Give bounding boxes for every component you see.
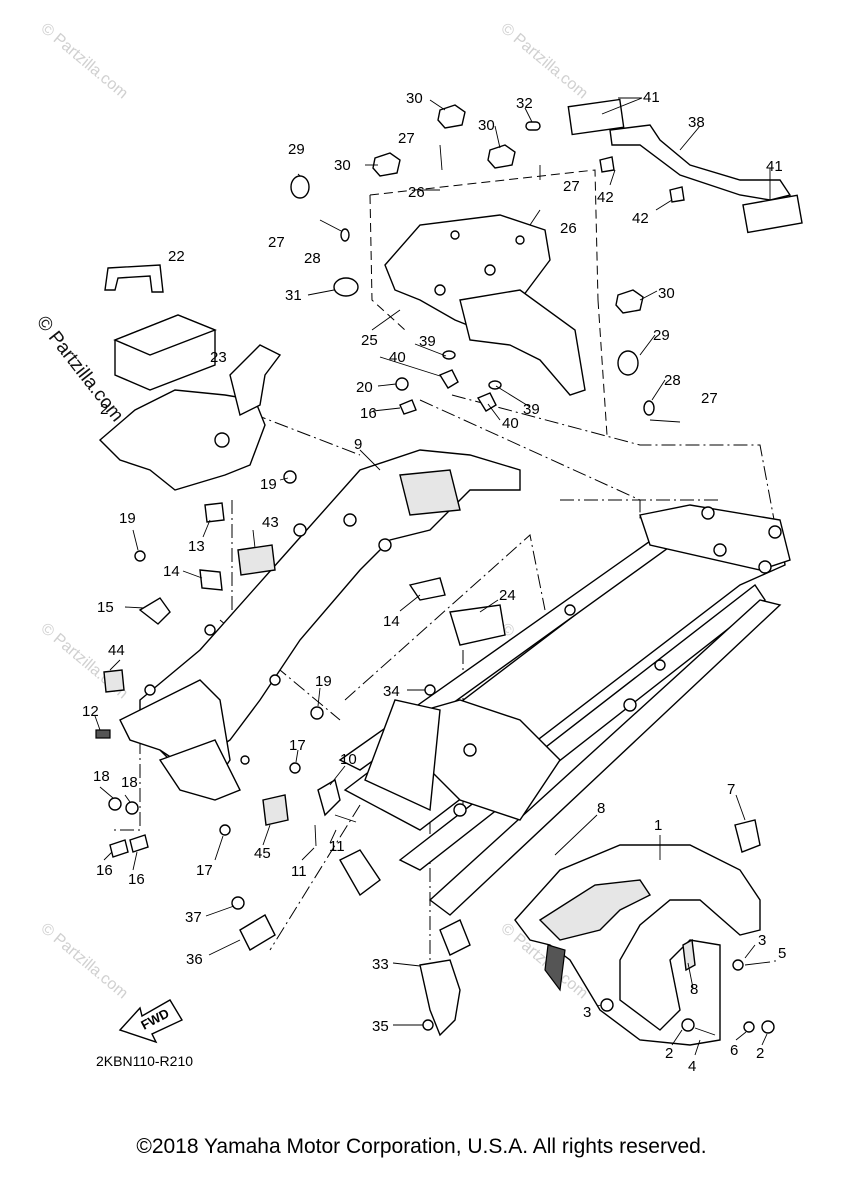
watermark: © Partzilla.com xyxy=(37,920,131,1002)
fwd-arrow: FWD xyxy=(118,999,183,1044)
rear-fender xyxy=(119,449,521,801)
callout-28: 28 xyxy=(304,250,321,267)
callout-27: 27 xyxy=(268,234,285,251)
callout-39: 39 xyxy=(523,401,540,418)
rear-frame xyxy=(338,504,791,956)
hardware xyxy=(95,104,775,1036)
callout-19: 19 xyxy=(260,476,277,493)
callout-33: 33 xyxy=(372,956,389,973)
callout-leaders xyxy=(94,97,776,1056)
callout-31: 31 xyxy=(285,287,302,304)
side-watermark: © Partzilla.com xyxy=(32,312,127,426)
watermark: © Partzilla.com xyxy=(37,20,131,102)
callout-30: 30 xyxy=(406,90,423,107)
callout-19: 19 xyxy=(315,673,332,690)
callout-18: 18 xyxy=(121,774,138,791)
callout-16: 16 xyxy=(128,871,145,888)
callout-38: 38 xyxy=(688,114,705,131)
callout-14: 14 xyxy=(383,613,400,630)
tail-cover xyxy=(514,844,761,1046)
watermark: © Partzilla.com xyxy=(497,20,591,102)
battery-box xyxy=(98,264,282,491)
callout-19: 19 xyxy=(119,510,136,527)
callout-2: 2 xyxy=(665,1045,673,1062)
callout-26: 26 xyxy=(560,220,577,237)
callout-5: 5 xyxy=(778,945,786,962)
callout-16: 16 xyxy=(360,405,377,422)
callout-28: 28 xyxy=(664,372,681,389)
callout-32: 32 xyxy=(516,95,533,112)
callout-45: 45 xyxy=(254,845,271,862)
callout-26: 26 xyxy=(408,184,425,201)
callout-8: 8 xyxy=(597,800,605,817)
mud-flap xyxy=(419,959,461,1037)
callout-3: 3 xyxy=(758,932,766,949)
callout-13: 13 xyxy=(188,538,205,555)
callout-22: 22 xyxy=(168,248,185,265)
callout-29: 29 xyxy=(653,327,670,344)
callout-29: 29 xyxy=(288,141,305,158)
callouts: 1 2 2 2 3 3 4 5 6 7 8 8 9 10 11 11 12 13… xyxy=(82,89,786,1075)
callout-11: 11 xyxy=(291,863,307,880)
callout-27: 27 xyxy=(563,178,580,195)
callout-17: 17 xyxy=(196,862,213,879)
callout-25: 25 xyxy=(361,332,378,349)
callout-41: 41 xyxy=(766,158,783,175)
callout-24: 24 xyxy=(499,587,516,604)
callout-15: 15 xyxy=(97,599,114,616)
callout-14: 14 xyxy=(163,563,180,580)
callout-9: 9 xyxy=(354,436,362,453)
callout-8: 8 xyxy=(690,981,698,998)
callout-44: 44 xyxy=(108,642,125,659)
callout-40: 40 xyxy=(502,415,519,432)
callout-30: 30 xyxy=(658,285,675,302)
callout-2: 2 xyxy=(756,1045,764,1062)
callout-37: 37 xyxy=(185,909,202,926)
callout-1: 1 xyxy=(654,817,662,834)
copyright-notice: ©2018 Yamaha Motor Corporation, U.S.A. A… xyxy=(136,1135,707,1158)
callout-23: 23 xyxy=(210,349,227,366)
callout-17: 17 xyxy=(289,737,306,754)
callout-39: 39 xyxy=(419,333,436,350)
callout-10: 10 xyxy=(340,751,357,768)
callout-43: 43 xyxy=(262,514,279,531)
callout-35: 35 xyxy=(372,1018,389,1035)
callout-42: 42 xyxy=(632,210,649,227)
callout-27: 27 xyxy=(701,390,718,407)
tail-bracket xyxy=(384,214,586,396)
callout-12: 12 xyxy=(82,703,99,720)
callout-40: 40 xyxy=(389,349,406,366)
callout-4: 4 xyxy=(688,1058,696,1075)
callout-16: 16 xyxy=(96,862,113,879)
callout-30: 30 xyxy=(478,117,495,134)
callout-7: 7 xyxy=(727,781,735,798)
callout-34: 34 xyxy=(383,683,400,700)
callout-11: 11 xyxy=(329,838,345,855)
callout-18: 18 xyxy=(93,768,110,785)
callout-6: 6 xyxy=(730,1042,738,1059)
part-code: 2KBN110-R210 xyxy=(96,1053,193,1069)
reflector-bracket xyxy=(567,98,803,234)
callout-36: 36 xyxy=(186,951,203,968)
callout-27: 27 xyxy=(398,130,415,147)
callout-2: 2 xyxy=(100,401,108,418)
callout-42: 42 xyxy=(597,189,614,206)
callout-3: 3 xyxy=(583,1004,591,1021)
callout-41: 41 xyxy=(643,89,660,106)
callout-20: 20 xyxy=(356,379,373,396)
callout-30: 30 xyxy=(334,157,351,174)
